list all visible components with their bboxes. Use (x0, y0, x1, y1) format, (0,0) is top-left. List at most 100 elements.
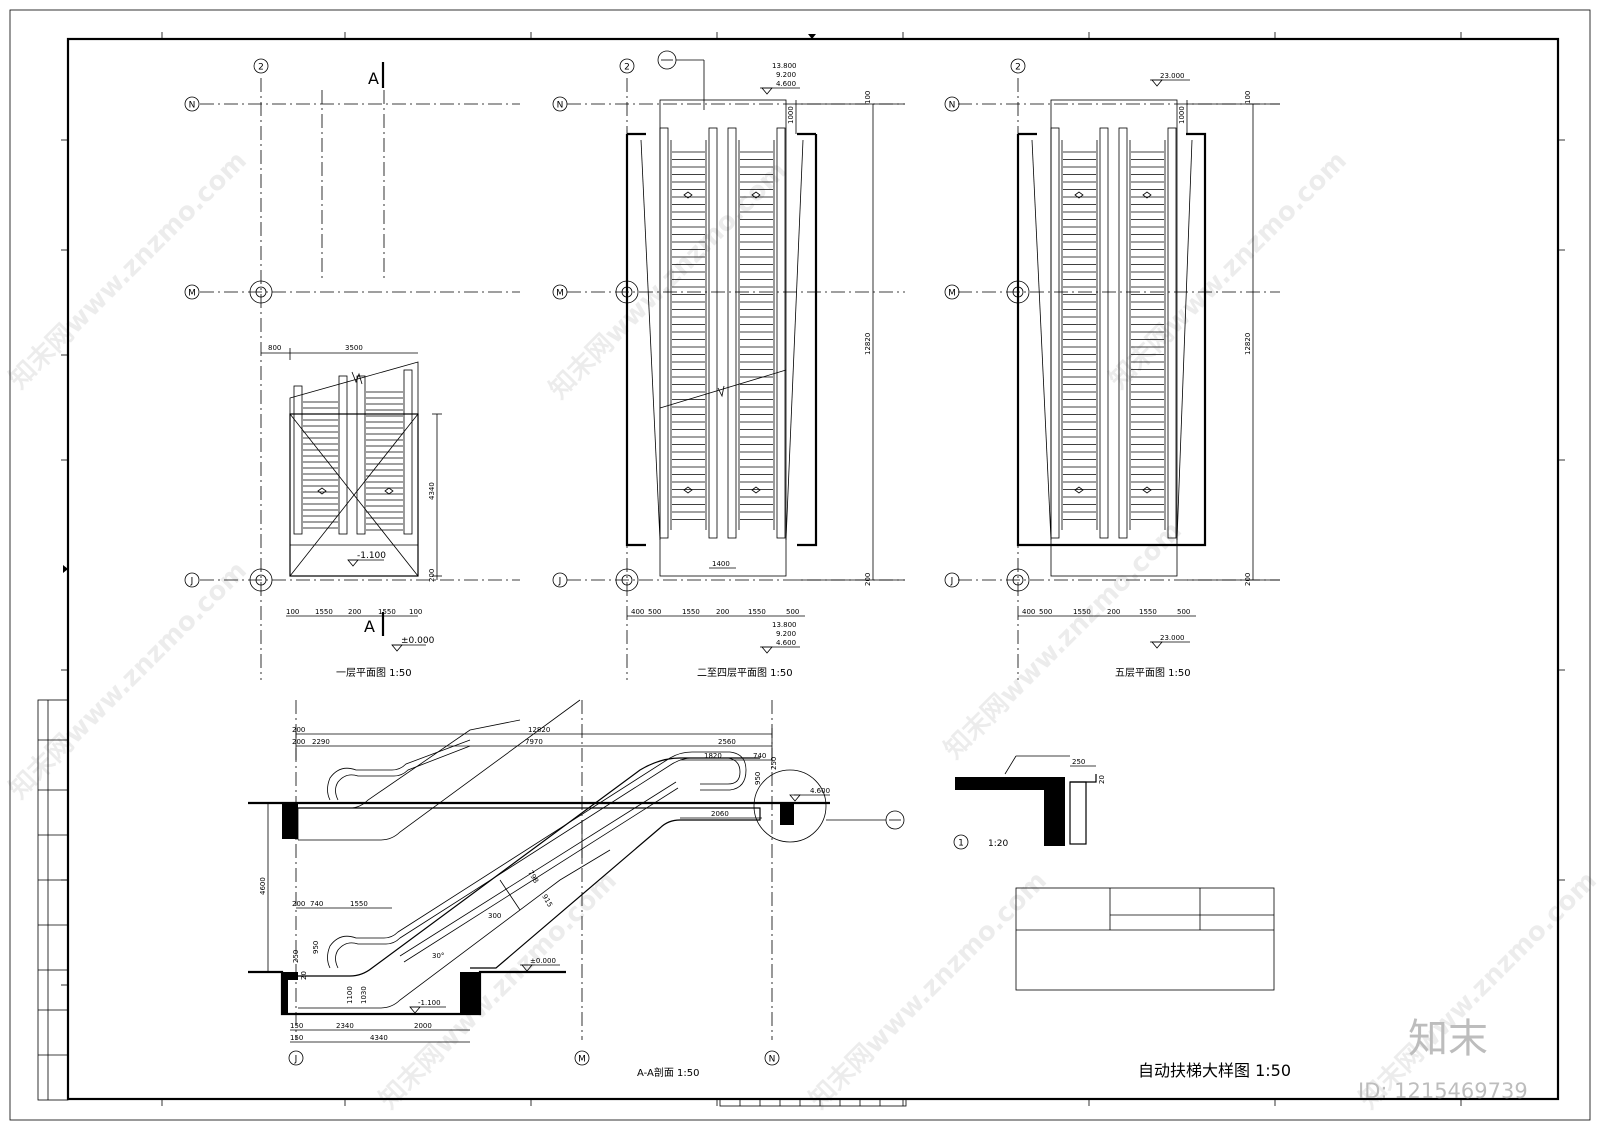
p3-dim-b1: 500 (1039, 608, 1052, 616)
section-a-a: J M N (248, 699, 905, 1079)
p3-dim-b3: 200 (1107, 608, 1120, 616)
sec-axis-M: M (578, 1055, 586, 1065)
p1-dim-b3: 1550 (378, 608, 396, 616)
p1-dim-200: 200 (428, 569, 436, 582)
p2-dim-b0: 400 (631, 608, 644, 616)
sec-dim-740-top: 740 (753, 752, 766, 760)
p3-dim-b2: 1550 (1073, 608, 1091, 616)
p3-dim-b5: 500 (1177, 608, 1190, 616)
p3-dim-b4: 1550 (1139, 608, 1157, 616)
detail-dim-250: 250 (1072, 758, 1085, 766)
sec-axis-N: N (769, 1055, 776, 1065)
sec-dim-915: 915 (540, 893, 554, 909)
watermark-logo: 知末 (1408, 1016, 1488, 1062)
p3-axis-2: 2 (1015, 63, 1021, 73)
axis-M-label: M (188, 289, 196, 299)
sec-dim-1030: 1030 (360, 986, 368, 1004)
p2-level-top-0: 13.800 (772, 62, 797, 70)
sec-dim-150-b: 150 (290, 1034, 303, 1042)
sec-dim-4600: 4600 (259, 877, 267, 895)
sec-level-upper: 4.600 (810, 787, 830, 795)
sec-dim-200-c: 200 (292, 900, 305, 908)
sec-dim-200-b: 200 (292, 738, 305, 746)
p2-axis-2: 2 (624, 63, 630, 73)
watermark-6: 知末网www.znzmo.com (939, 516, 1188, 765)
p1-dim-800: 800 (268, 344, 281, 352)
sec-level-ground: ±0.000 (530, 957, 556, 965)
watermark-3: 知末网www.znzmo.com (1104, 146, 1353, 395)
sec-dim-30deg: 30° (432, 952, 444, 960)
sec-dim-1820: 1820 (704, 752, 722, 760)
p1-dim-b4: 100 (409, 608, 422, 616)
p3-dim-1000: 1000 (1178, 106, 1186, 124)
axis-2-label: 2 (258, 63, 264, 73)
p3-axis-M: M (948, 289, 956, 299)
blank-table (1015, 887, 1275, 991)
axis-J-label: J (190, 577, 194, 587)
p1-dim-b2: 200 (348, 608, 361, 616)
p1-level-pit: -1.100 (357, 551, 386, 561)
sec-dim-2290: 2290 (312, 738, 330, 746)
p3-dim-200: 200 (1244, 573, 1252, 586)
p2-dim-200: 200 (864, 573, 872, 586)
sec-dim-20: 20 (300, 971, 308, 980)
section-mark-top: A (368, 69, 379, 88)
sec-dim-250: 250 (770, 757, 778, 770)
plan3-title: 五层平面图 1:50 (1115, 667, 1191, 679)
sec-axis-J: J (294, 1055, 298, 1065)
axis-N-label: N (189, 101, 196, 111)
p2-axis-M: M (556, 289, 564, 299)
p3-axis-J: J (950, 577, 954, 587)
detail-1-20: 250 20 1 1:20 (953, 755, 1106, 850)
sec-dim-950-bot: 950 (312, 941, 320, 954)
drawing-title: 自动扶梯大样图 1:50 (1138, 1061, 1291, 1080)
sec-dim-1100: 1100 (346, 986, 354, 1004)
sec-dim-1550: 1550 (350, 900, 368, 908)
plan-first-floor: N M J 2 A A (184, 58, 520, 680)
p1-level-ground: ±0.000 (401, 636, 435, 646)
watermark-7: 知末网www.znzmo.com (804, 866, 1053, 1115)
sec-dim-2560: 2560 (718, 738, 736, 746)
p3-level-top: 23.000 (1160, 72, 1185, 80)
plan-second-to-fourth-floor: N M J 2 (552, 50, 905, 680)
p1-dim-3500: 3500 (345, 344, 363, 352)
p2-level-bot-0: 13.800 (772, 621, 797, 629)
section-mark-bottom: A (364, 617, 375, 636)
p2-dim-b4: 1550 (748, 608, 766, 616)
p2-dim-100: 100 (864, 91, 872, 104)
p2-level-top-2: 4.600 (776, 80, 796, 88)
sec-level-pit: -1.100 (418, 999, 441, 1007)
sec-dim-200-a: 200 (292, 726, 305, 734)
detail-ref: 1 (958, 839, 964, 849)
watermarks: 知末网www.znzmo.com 知末网www.znzmo.com 知末网www… (4, 146, 1600, 1115)
sec-dim-300: 300 (488, 912, 501, 920)
p3-dim-12820: 12820 (1244, 333, 1252, 355)
p2-dim-b1: 500 (648, 608, 661, 616)
p3-axis-N: N (949, 101, 956, 111)
sec-dim-2060: 2060 (711, 810, 729, 818)
sec-dim-150-a: 150 (290, 1022, 303, 1030)
plan1-title: 一层平面图 1:50 (336, 667, 412, 679)
p2-dim-12820: 12820 (864, 333, 872, 355)
p1-dim-b1: 1550 (315, 608, 333, 616)
watermark-id: ID: 1215469739 (1358, 1079, 1528, 1103)
p2-dim-1000: 1000 (787, 106, 795, 124)
sec-dim-7970: 7970 (525, 738, 543, 746)
detail-dim-20: 20 (1098, 775, 1106, 784)
sec-dim-740-bot: 740 (310, 900, 323, 908)
detail-scale: 1:20 (988, 839, 1008, 849)
watermark-4: 知末网www.znzmo.com (4, 556, 253, 805)
plan2-title: 二至四层平面图 1:50 (697, 667, 793, 679)
p3-dim-100: 100 (1244, 91, 1252, 104)
watermark-5: 知末网www.znzmo.com (374, 866, 623, 1115)
p2-dim-1400: 1400 (712, 560, 730, 568)
p2-level-top-1: 9.200 (776, 71, 796, 79)
p2-dim-b5: 500 (786, 608, 799, 616)
p2-dim-b2: 1550 (682, 608, 700, 616)
p2-axis-J: J (558, 577, 562, 587)
sec-dim-250-left: 250 (292, 950, 300, 963)
plan-fifth-floor: N M J 2 23.000 23.000 (944, 58, 1280, 680)
section-title: A-A剖面 1:50 (637, 1066, 700, 1079)
sec-dim-2000: 2000 (414, 1022, 432, 1030)
